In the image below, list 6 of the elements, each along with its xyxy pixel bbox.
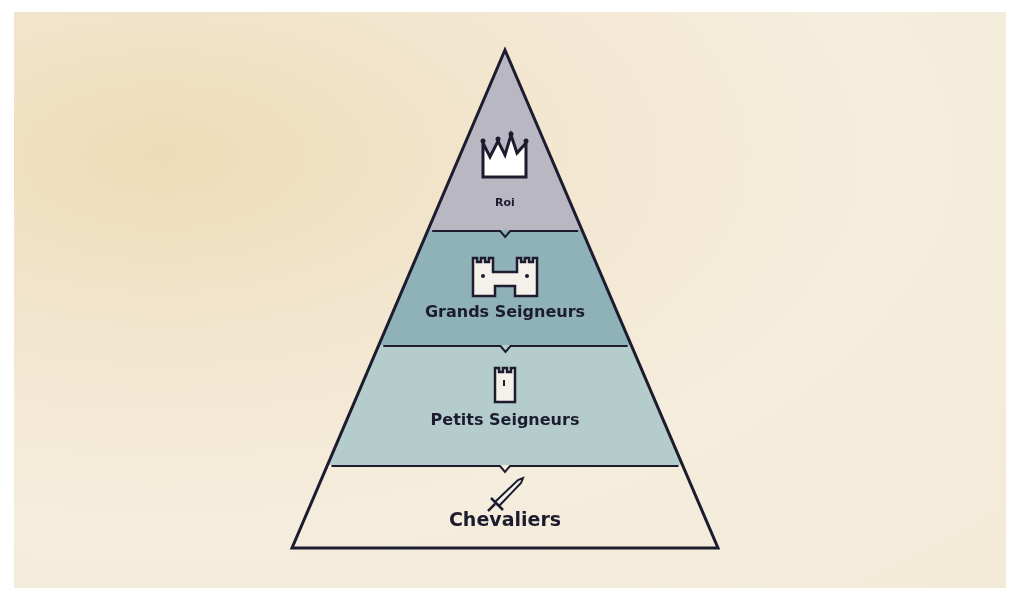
tier-label: Roi [494, 196, 516, 209]
pyramid-tier [327, 345, 683, 465]
tier-label: Chevaliers [447, 508, 563, 530]
tier-label: Petits Seigneurs [429, 410, 581, 429]
pyramid-tier [378, 230, 632, 345]
tier-label: Grands Seigneurs [423, 302, 587, 321]
